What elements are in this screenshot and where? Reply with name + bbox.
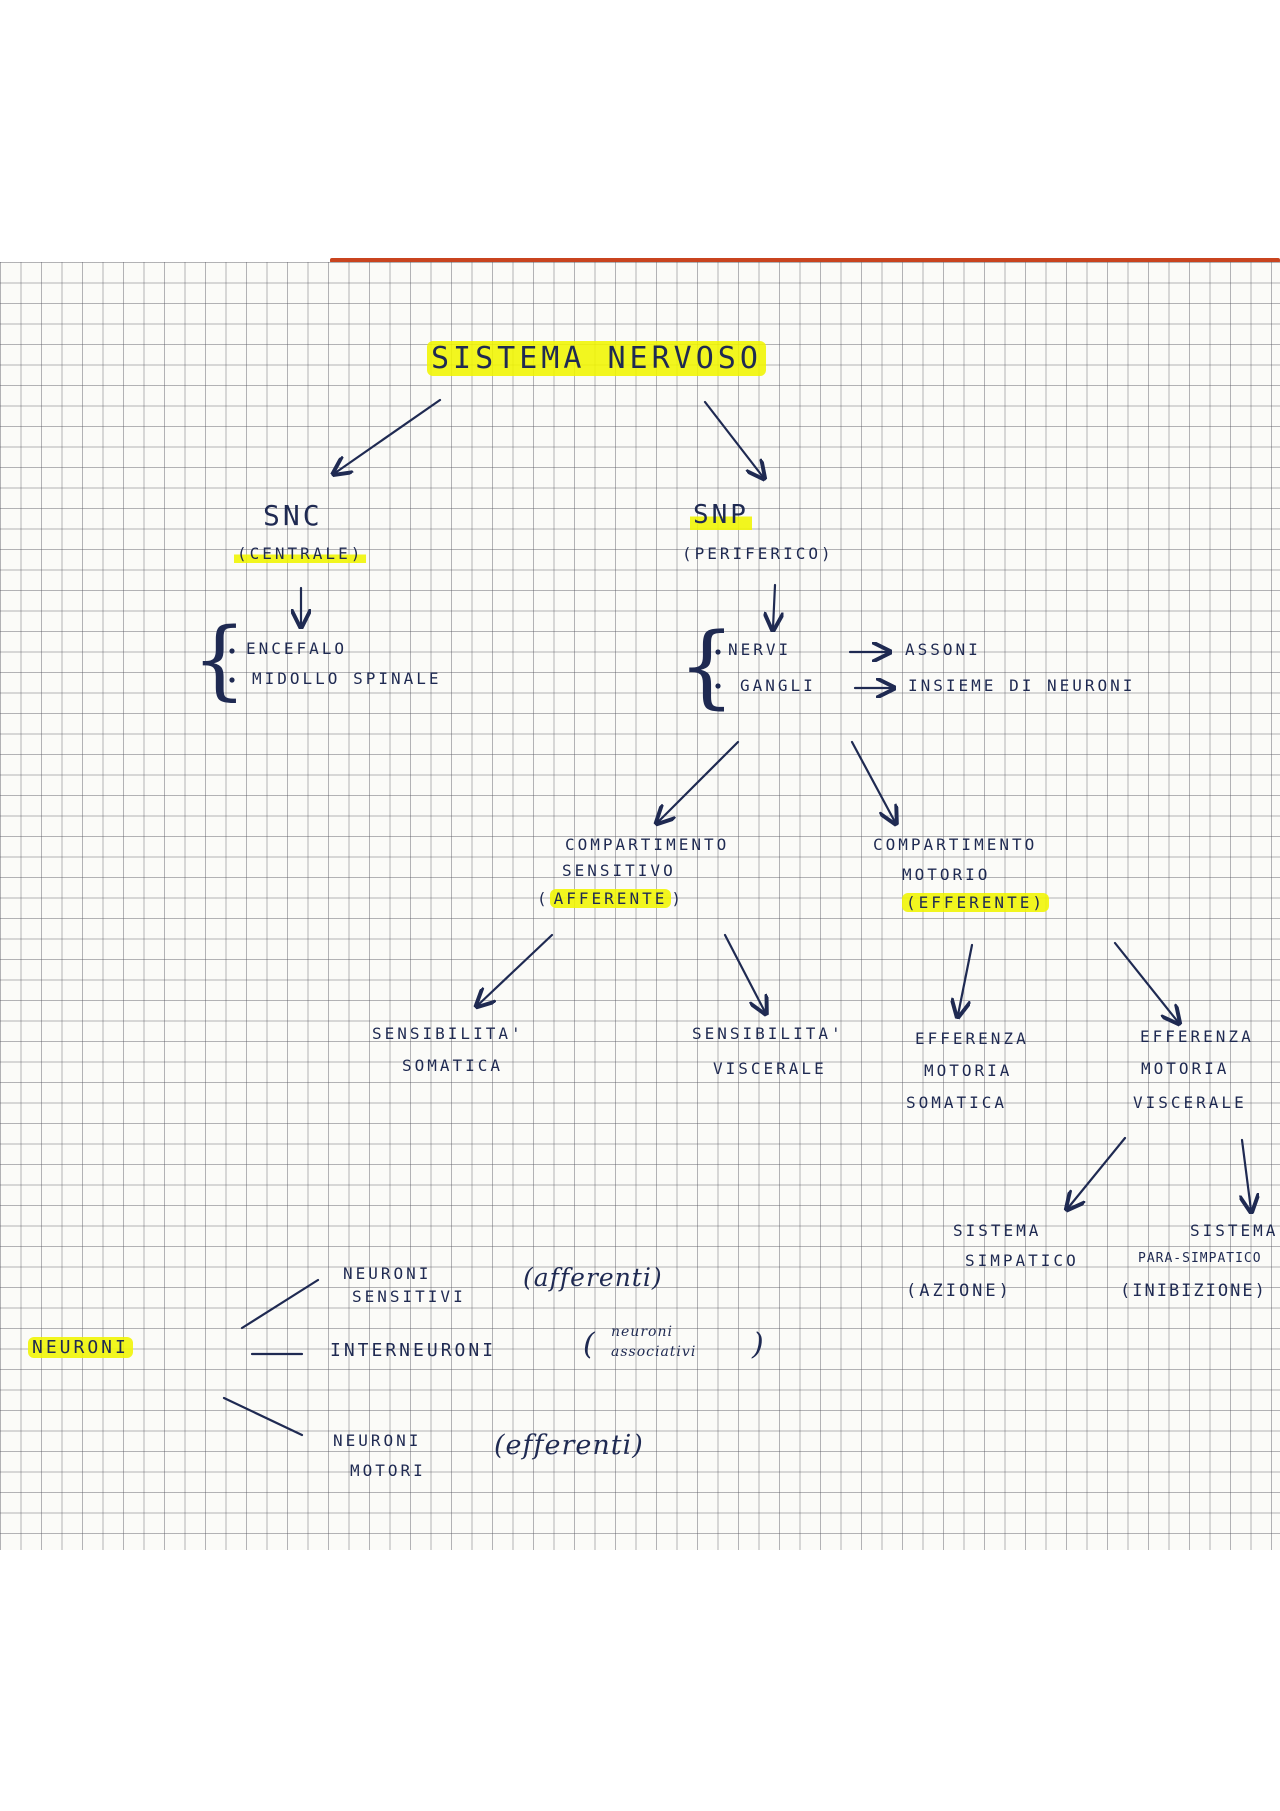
interneuroni-open-paren: ( xyxy=(583,1327,596,1362)
motorio-line2: MOTORIO xyxy=(902,865,991,884)
parasimpatico-line2: PARA-SIMPATICO xyxy=(1138,1251,1262,1266)
snp-subtitle: (PERIFERICO) xyxy=(682,544,834,563)
sensitivo-line1: COMPARTIMENTO xyxy=(565,835,730,854)
eff-somatica-line1: EFFERENZA xyxy=(915,1029,1029,1048)
line-neuroni-to-motori xyxy=(222,1396,304,1437)
neuroni-sensitivi-line2: SENSITIVI xyxy=(352,1287,466,1306)
snp-item-nervi: NERVI xyxy=(728,640,792,659)
sensitivo-line2: SENSITIVO xyxy=(562,861,676,880)
eff-viscerale-line1: EFFERENZA xyxy=(1140,1027,1254,1046)
root-title: SISTEMA NERVOSO xyxy=(427,341,766,377)
paper-edge xyxy=(330,258,1280,263)
arrow-root-to-snc xyxy=(335,398,442,473)
neuroni-motori-line2: MOTORI xyxy=(350,1461,426,1480)
interneuroni-note-line1: neuroni xyxy=(611,1324,673,1340)
interneuroni-label: INTERNEURONI xyxy=(330,1340,497,1361)
arrow-snp-to-items xyxy=(773,583,775,628)
sens-somatica-line1: SENSIBILITA' xyxy=(372,1024,524,1043)
interneuroni-close-paren: ) xyxy=(752,1327,765,1362)
eff-viscerale-line3: VISCERALE xyxy=(1133,1093,1247,1112)
neuroni-title: NEURONI xyxy=(28,1337,133,1359)
arrow-motorio-to-eff-viscerale xyxy=(1113,941,1178,1022)
arrow-sensitivo-to-viscerale xyxy=(723,933,765,1012)
snc-item-encefalo: ENCEFALO xyxy=(246,639,348,658)
neuroni-motori-line1: NEURONI xyxy=(333,1431,422,1450)
snp-title: SNP xyxy=(690,500,752,531)
arrow-sensitivo-to-somatica xyxy=(478,933,554,1005)
parasimpatico-line3: (INIBIZIONE) xyxy=(1120,1281,1267,1301)
snc-subtitle: (CENTRALE) xyxy=(234,544,367,563)
motorio-sub: (EFFERENTE) xyxy=(902,893,1049,912)
motorio-sub-text: (EFFERENTE) xyxy=(902,893,1049,912)
sensitivo-sub: (AFFERENTE) xyxy=(537,889,684,908)
snc-item-midollo: MIDOLLO SPINALE xyxy=(252,669,442,688)
bullet-midollo xyxy=(229,677,235,683)
arrow-root-to-snp xyxy=(703,400,763,477)
neuroni-sensitivi-line1: NEURONI xyxy=(343,1264,432,1283)
root-title-text: SISTEMA NERVOSO xyxy=(427,341,766,376)
simpatico-line2: SIMPATICO xyxy=(965,1251,1079,1270)
sens-viscerale-line1: SENSIBILITA' xyxy=(692,1024,844,1043)
interneuroni-note-line2: associativi xyxy=(611,1344,697,1360)
neuroni-motori-note: (efferenti) xyxy=(494,1430,644,1461)
grid-paper-sheet xyxy=(0,262,1280,1550)
snc-title: SNC xyxy=(263,499,323,532)
snp-item-gangli-target: INSIEME DI NEURONI xyxy=(908,676,1136,695)
simpatico-line1: SISTEMA xyxy=(953,1221,1042,1240)
sens-viscerale-line2: VISCERALE xyxy=(713,1059,827,1078)
snc-brace: { xyxy=(192,610,247,710)
simpatico-line3: (AZIONE) xyxy=(906,1281,1012,1301)
arrow-snp-to-motorio xyxy=(850,740,895,822)
sens-somatica-line2: SOMATICA xyxy=(402,1056,504,1075)
neuroni-title-text: NEURONI xyxy=(28,1337,133,1358)
snp-item-gangli: GANGLI xyxy=(740,676,816,695)
eff-somatica-line2: MOTORIA xyxy=(924,1061,1013,1080)
eff-somatica-line3: SOMATICA xyxy=(906,1093,1008,1112)
bullet-gangli xyxy=(715,683,721,689)
parasimpatico-line1: SISTEMA xyxy=(1190,1221,1279,1240)
snp-title-text: SNP xyxy=(690,500,752,530)
arrow-viscerale-to-simpatico xyxy=(1068,1136,1127,1208)
sensitivo-sub-text: AFFERENTE xyxy=(549,889,672,908)
snc-subtitle-text: (CENTRALE) xyxy=(234,544,367,563)
eff-viscerale-line2: MOTORIA xyxy=(1141,1059,1230,1078)
arrow-viscerale-to-parasimpatico xyxy=(1242,1138,1251,1210)
neuroni-sensitivi-note: (afferenti) xyxy=(523,1263,663,1292)
arrow-snp-to-sensitivo xyxy=(658,740,740,822)
snp-item-nervi-target: ASSONI xyxy=(905,640,981,659)
line-neuroni-to-sensitivi xyxy=(240,1278,320,1330)
snp-brace: { xyxy=(678,614,736,719)
bullet-nervi xyxy=(715,649,721,655)
arrow-motorio-to-eff-somatica xyxy=(958,943,974,1015)
motorio-line1: COMPARTIMENTO xyxy=(873,835,1038,854)
bullet-encefalo xyxy=(229,648,235,654)
